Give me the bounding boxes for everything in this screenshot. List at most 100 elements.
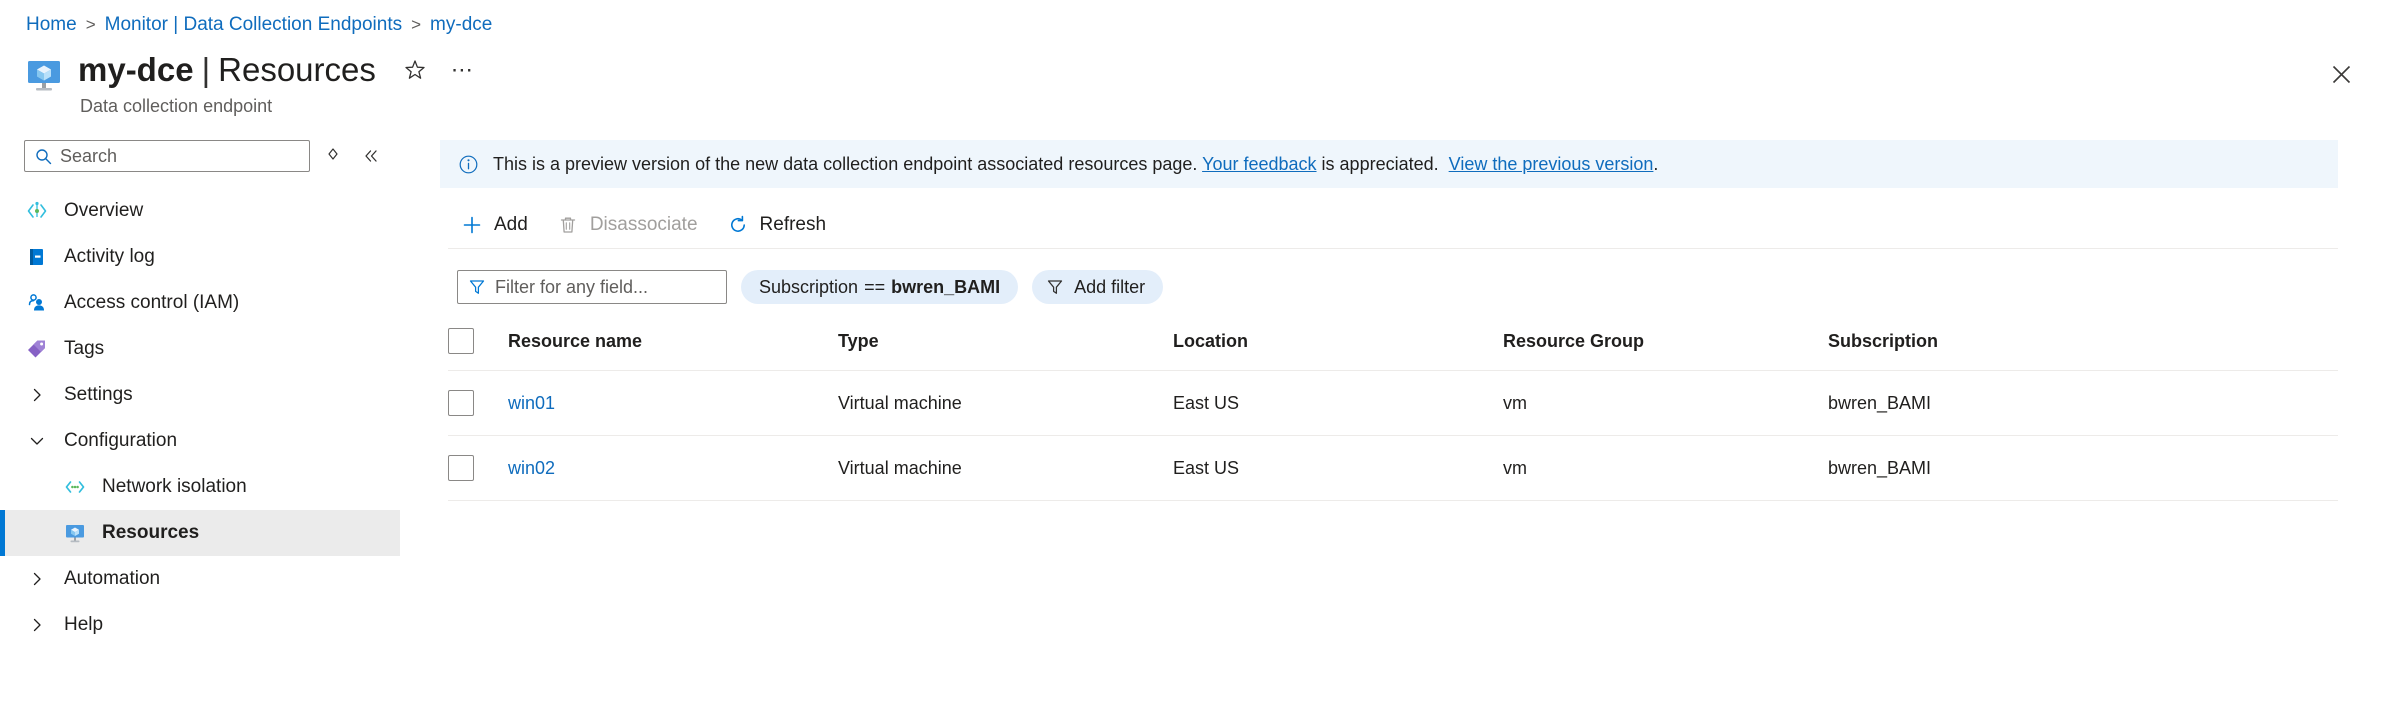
add-filter-label: Add filter — [1074, 276, 1146, 297]
cell-resource-group: vm — [1503, 370, 1828, 436]
more-options-icon[interactable]: ⋯ — [450, 57, 475, 82]
banner-text-middle-2: is appreciated. — [1321, 154, 1439, 174]
command-bar: Add Disassociate Refresh — [448, 202, 2338, 249]
banner-text-before: This is a preview version of the new dat… — [493, 154, 1198, 174]
column-header-type[interactable]: Type — [838, 330, 879, 351]
refresh-icon — [726, 213, 750, 237]
funnel-icon — [468, 278, 486, 296]
star-icon[interactable] — [402, 57, 428, 83]
table-body: win01 Virtual machine East US vm bwren_B… — [448, 370, 2338, 501]
title-block: my-dce | Resources ⋯ Data collection end… — [78, 50, 476, 117]
sidebar-item-label: Settings — [64, 384, 133, 405]
search-input[interactable] — [60, 145, 285, 167]
overview-icon — [24, 198, 50, 224]
search-box[interactable] — [24, 140, 310, 172]
double-chevron-left-icon[interactable] — [356, 141, 386, 171]
sidebar-item-network-isolation[interactable]: Network isolation — [0, 464, 400, 510]
page-title: my-dce | Resources ⋯ — [78, 50, 476, 90]
select-all-checkbox[interactable] — [448, 328, 474, 354]
chevron-right-icon — [24, 382, 50, 408]
filter-bar: Subscription == bwren_BAMI Add filter — [457, 270, 2386, 304]
sidebar: Overview Activity log Acc — [0, 140, 400, 709]
sidebar-search-row — [24, 140, 400, 172]
sidebar-item-label: Activity log — [64, 246, 155, 267]
sidebar-item-resources[interactable]: Resources — [0, 510, 400, 556]
add-button[interactable]: Add — [448, 205, 540, 245]
access-control-icon — [24, 290, 50, 316]
disassociate-button: Disassociate — [544, 205, 710, 245]
search-icon — [35, 148, 52, 165]
sidebar-item-label: Automation — [64, 568, 161, 589]
filter-chip-subscription[interactable]: Subscription == bwren_BAMI — [741, 270, 1019, 304]
chevron-right-icon — [24, 566, 50, 592]
cell-subscription: bwren_BAMI — [1828, 435, 2338, 501]
data-collection-endpoint-icon — [24, 56, 64, 96]
sidebar-item-activity-log[interactable]: Activity log — [0, 234, 400, 280]
tags-icon — [24, 336, 50, 362]
sidebar-item-access-control[interactable]: Access control (IAM) — [0, 280, 400, 326]
row-checkbox[interactable] — [448, 390, 474, 416]
sidebar-nav-list: Overview Activity log Acc — [0, 188, 400, 648]
cell-subscription: bwren_BAMI — [1828, 370, 2338, 436]
close-icon[interactable] — [2324, 57, 2358, 91]
sidebar-item-label: Resources — [102, 522, 200, 543]
info-icon — [458, 154, 479, 175]
cell-location: East US — [1173, 435, 1503, 501]
breadcrumb-item-monitor[interactable]: Monitor | Data Collection Endpoints — [104, 14, 403, 35]
add-filter-button[interactable]: Add filter — [1032, 270, 1164, 304]
page-title-row: my-dce | Resources ⋯ Data collection end… — [24, 50, 476, 117]
filter-chip-field: Subscription — [759, 276, 859, 297]
sidebar-item-tags[interactable]: Tags — [0, 326, 400, 372]
banner-text-after: . — [1653, 154, 1659, 174]
table-header: Resource name Type Location Resource Gro… — [448, 328, 2338, 371]
filter-chip-operator: == — [864, 276, 886, 297]
chevron-right-icon — [24, 612, 50, 638]
column-header-resource-name[interactable]: Resource name — [508, 330, 643, 351]
breadcrumb-item-current[interactable]: my-dce — [430, 14, 493, 35]
column-header-subscription[interactable]: Subscription — [1828, 330, 1939, 351]
funnel-icon — [1046, 278, 1064, 296]
page-title-resource: my-dce — [78, 51, 194, 88]
filter-any-field-input[interactable] — [495, 276, 700, 298]
sidebar-item-overview[interactable]: Overview — [0, 188, 400, 234]
row-checkbox-cell — [448, 370, 508, 436]
resources-icon — [62, 520, 88, 546]
preview-banner: This is a preview version of the new dat… — [440, 140, 2338, 188]
row-checkbox[interactable] — [448, 455, 474, 481]
cell-type: Virtual machine — [838, 435, 1173, 501]
resource-link[interactable]: win01 — [508, 392, 556, 413]
cell-location: East US — [1173, 370, 1503, 436]
breadcrumb-item-home[interactable]: Home — [26, 14, 77, 35]
page-title-section: Resources — [218, 51, 376, 88]
your-feedback-link[interactable]: Your feedback — [1202, 154, 1317, 174]
column-header-location[interactable]: Location — [1173, 330, 1248, 351]
resource-link[interactable]: win02 — [508, 457, 556, 478]
breadcrumb-separator: > — [411, 15, 422, 34]
table-row[interactable]: win02 Virtual machine East US vm bwren_B… — [448, 435, 2338, 501]
chevron-down-icon — [24, 428, 50, 454]
sidebar-item-label: Network isolation — [102, 476, 247, 497]
disassociate-button-label: Disassociate — [589, 214, 698, 235]
sidebar-group-automation[interactable]: Automation — [0, 556, 400, 602]
page-subtitle: Data collection endpoint — [80, 96, 273, 116]
refresh-button-label: Refresh — [759, 214, 827, 235]
view-previous-version-link[interactable]: View the previous version — [1448, 154, 1654, 174]
sidebar-group-configuration[interactable]: Configuration — [0, 418, 400, 464]
table-header-row: Resource name Type Location Resource Gro… — [448, 328, 2338, 371]
main-content: This is a preview version of the new dat… — [440, 140, 2386, 709]
breadcrumb-separator: > — [85, 15, 96, 34]
sidebar-item-label: Access control (IAM) — [64, 292, 240, 313]
sidebar-group-settings[interactable]: Settings — [0, 372, 400, 418]
add-button-label: Add — [494, 214, 528, 235]
cell-type: Virtual machine — [838, 370, 1173, 436]
sidebar-item-label: Configuration — [64, 430, 178, 451]
filter-any-field-box[interactable] — [457, 270, 727, 304]
resources-table: Resource name Type Location Resource Gro… — [448, 328, 2338, 501]
table-row[interactable]: win01 Virtual machine East US vm bwren_B… — [448, 370, 2338, 436]
refresh-button[interactable]: Refresh — [714, 205, 839, 245]
expand-collapse-icon[interactable] — [318, 141, 348, 171]
trash-icon — [556, 213, 580, 237]
column-header-resource-group[interactable]: Resource Group — [1503, 330, 1645, 351]
breadcrumb: Home > Monitor | Data Collection Endpoin… — [26, 13, 492, 37]
sidebar-group-help[interactable]: Help — [0, 602, 400, 648]
